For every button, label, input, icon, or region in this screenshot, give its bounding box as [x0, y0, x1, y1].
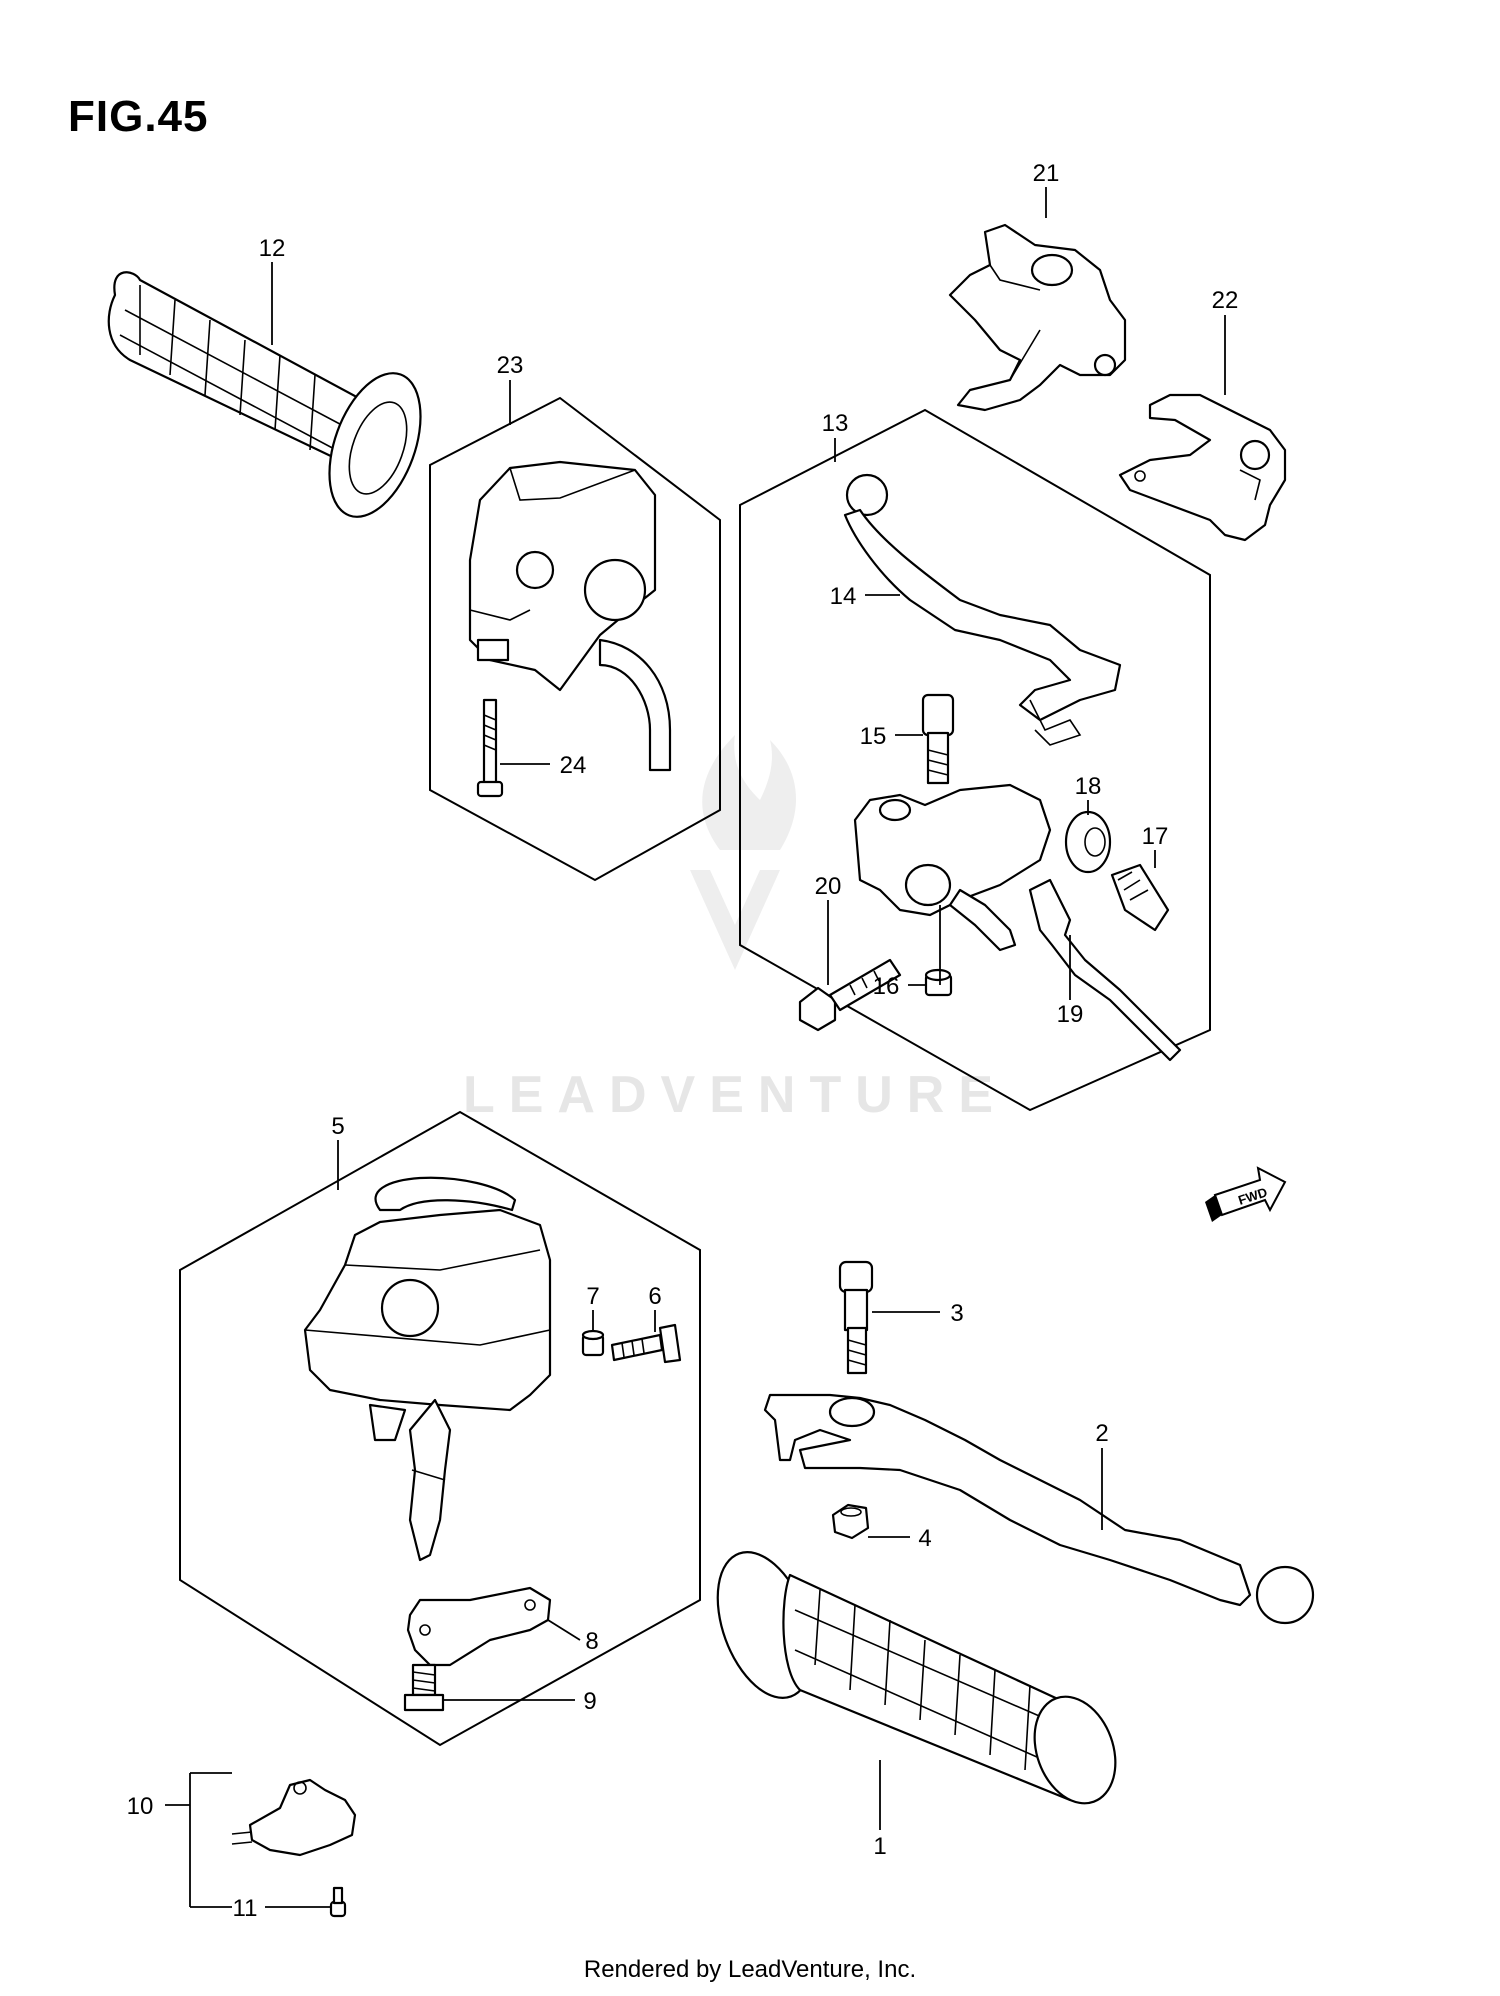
part-5-left-switch — [303, 1176, 552, 1562]
part-23-handlebar-switch — [468, 460, 672, 772]
callout-13: 13 — [822, 410, 849, 437]
callout-11: 11 — [233, 1895, 258, 1922]
part-11-screw — [329, 1886, 347, 1918]
part-21-lever-cover — [948, 223, 1127, 412]
part-10-switch — [231, 1778, 357, 1857]
figure-title: FIG.45 — [68, 92, 209, 141]
group-outline-5 — [179, 1110, 701, 1747]
callout-24: 24 — [560, 752, 587, 779]
part-17-adjuster — [1110, 863, 1170, 932]
watermark-text: LEADVENTURE — [463, 1066, 1007, 1124]
footer-credit: Rendered by LeadVenture, Inc. — [583, 1956, 917, 1983]
callout-15: 15 — [860, 723, 887, 750]
group-outline-13 — [739, 408, 1211, 1112]
callout-5: 5 — [331, 1113, 344, 1140]
part-9-bolt — [403, 1663, 445, 1712]
callout-21: 21 — [1033, 160, 1060, 187]
watermark-logo — [690, 735, 797, 970]
part-4-nut — [831, 1503, 870, 1540]
callout-labels: 12 23 21 22 13 14 15 24 18 17 20 16 19 5… — [127, 160, 1239, 1922]
part-6-screw — [610, 1323, 682, 1364]
part-20-bolt — [798, 958, 902, 1032]
callout-14: 14 — [830, 583, 857, 610]
callout-9: 9 — [583, 1688, 596, 1715]
part-lever-bracket — [853, 783, 1052, 952]
callout-4: 4 — [918, 1525, 931, 1552]
callout-3: 3 — [950, 1300, 963, 1327]
part-22-bracket — [1118, 393, 1287, 542]
part-1-right-grip — [716, 1551, 1117, 1805]
callout-18: 18 — [1075, 773, 1102, 800]
callout-22: 22 — [1212, 287, 1239, 314]
callout-16: 16 — [873, 973, 900, 1000]
part-24-screw — [476, 698, 504, 798]
callout-17: 17 — [1142, 823, 1169, 850]
part-16-nut — [924, 968, 953, 997]
callout-8: 8 — [585, 1628, 598, 1655]
callout-19: 19 — [1057, 1001, 1084, 1028]
callout-10: 10 — [127, 1793, 154, 1820]
part-7-nut — [581, 1329, 605, 1357]
part-14-lever — [843, 473, 1122, 746]
callout-12: 12 — [259, 235, 286, 262]
group-outline-23 — [429, 396, 721, 882]
part-18-adjuster-nut — [1064, 810, 1112, 874]
part-15-bolt — [921, 693, 955, 785]
callout-1: 1 — [873, 1833, 886, 1860]
part-8-clamp — [406, 1586, 552, 1667]
callout-2: 2 — [1095, 1420, 1108, 1447]
part-3-bolt — [838, 1260, 874, 1375]
callout-20: 20 — [815, 873, 842, 900]
callout-7: 7 — [586, 1283, 599, 1310]
callout-6: 6 — [648, 1283, 661, 1310]
part-19-switch — [1028, 878, 1182, 1062]
part-12-left-grip — [107, 271, 422, 518]
leader-lines — [165, 187, 1226, 1908]
fwd-arrow-icon: FWD — [1205, 1166, 1287, 1222]
part-2-brake-lever — [763, 1393, 1315, 1625]
callout-23: 23 — [497, 352, 524, 379]
